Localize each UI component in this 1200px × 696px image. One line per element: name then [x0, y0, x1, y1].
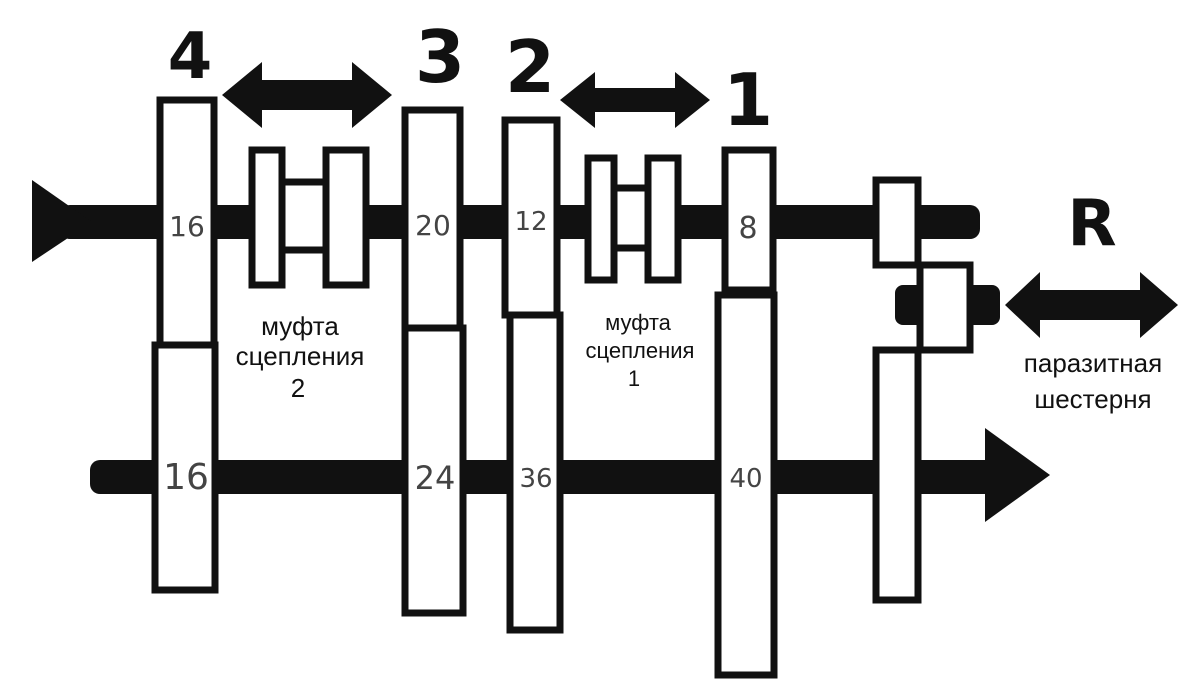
clutch-2-label-line-1: муфта	[261, 311, 339, 341]
shift-arrow-clutch-2	[222, 62, 392, 128]
gear-number-1: 1	[723, 58, 773, 142]
teeth-bottom-gear-4: 16	[163, 457, 209, 498]
teeth-bottom-gear-3: 24	[415, 459, 456, 497]
gear-number-2: 2	[505, 25, 555, 109]
clutch-2-label-line-3: 2	[291, 373, 305, 403]
clutch-1-left-plate	[584, 154, 618, 284]
reverse-gear-top	[872, 176, 922, 269]
idler-label-line-1: паразитная	[1024, 348, 1162, 378]
output-arrow-head	[985, 428, 1050, 522]
reverse-gear-bottom	[872, 346, 922, 604]
clutch-2-right-plate	[322, 146, 370, 289]
teeth-bottom-gear-2: 36	[519, 464, 552, 494]
gear-4-bottom	[151, 341, 219, 594]
gear-1-bottom	[714, 291, 778, 679]
shift-arrow-reverse	[1005, 272, 1178, 338]
clutch-1-label-line-3: 1	[628, 366, 640, 391]
clutch-2-label: муфта сцепления 2	[236, 311, 365, 403]
idler-label-line-2: шестерня	[1034, 384, 1151, 414]
clutch-1	[584, 154, 682, 284]
teeth-top-gear-4: 16	[169, 210, 205, 243]
clutch-2-hub	[276, 178, 332, 254]
gear-3-bottom	[401, 324, 467, 617]
clutch-2	[248, 146, 370, 289]
teeth-top-gear-2: 12	[514, 207, 547, 237]
idler-gear	[916, 261, 974, 354]
clutch-1-label: муфта сцепления 1	[586, 310, 695, 391]
teeth-bottom-gear-1: 40	[729, 464, 762, 494]
gear-2-bottom	[506, 311, 564, 634]
idler-gear-label: паразитная шестерня	[1024, 348, 1162, 414]
clutch-1-label-line-1: муфта	[605, 310, 672, 335]
gear-number-4: 4	[168, 20, 213, 94]
gear-2-top	[501, 116, 561, 319]
gear-number-reverse: R	[1067, 187, 1116, 261]
input-arrow-tail	[32, 180, 92, 262]
clutch-1-right-plate	[644, 154, 682, 284]
teeth-top-gear-3: 20	[415, 209, 451, 242]
shift-arrow-clutch-1	[560, 72, 710, 128]
gear-3-top	[401, 106, 464, 332]
clutch-1-label-line-2: сцепления	[586, 338, 695, 363]
gear-1-top	[721, 146, 777, 294]
clutch-2-label-line-2: сцепления	[236, 341, 365, 371]
clutch-2-left-plate	[248, 146, 286, 289]
teeth-top-gear-1: 8	[738, 211, 757, 246]
gear-number-3: 3	[415, 15, 465, 99]
